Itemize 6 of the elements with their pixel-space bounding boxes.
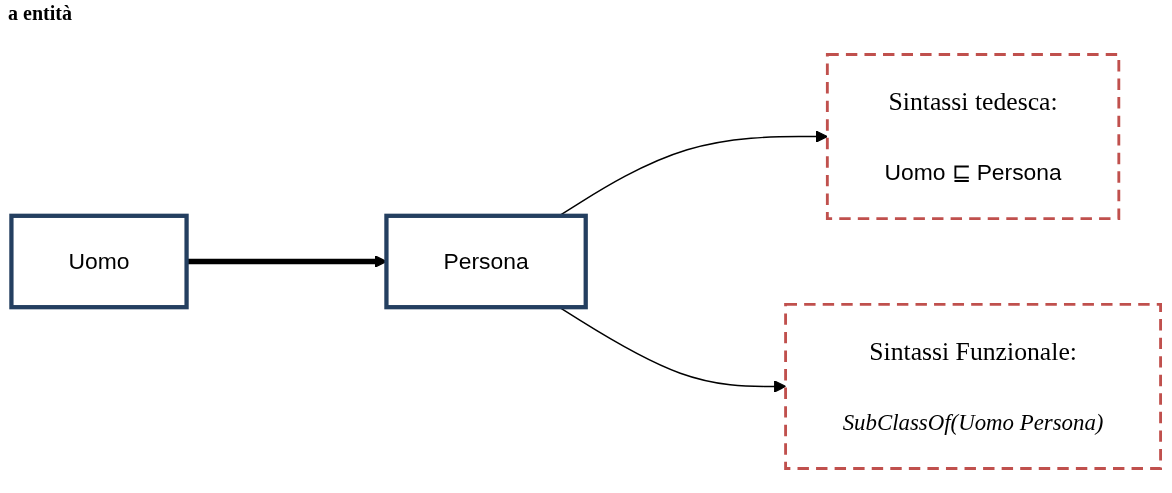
arrow <box>186 255 387 268</box>
node-box: Persona <box>384 213 588 310</box>
node-box: Uomo <box>9 213 189 310</box>
node-box: Sintassi tedesca: Uomo ⊑ Persona <box>825 53 1121 221</box>
node-box: Sintassi Funzionale: SubClassOf(Uomo Persona) <box>784 302 1162 470</box>
heading: a entità <box>8 2 72 25</box>
